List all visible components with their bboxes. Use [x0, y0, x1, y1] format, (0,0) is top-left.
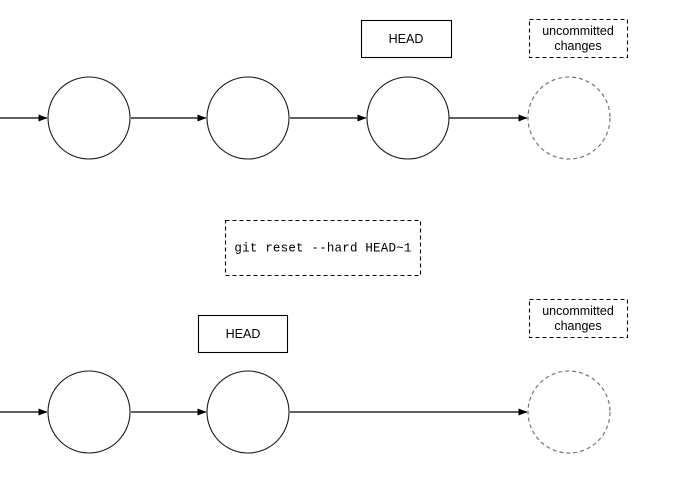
commit-node-uncommitted-after[interactable] — [527, 370, 611, 454]
commit-node-c2-before[interactable] — [206, 76, 290, 160]
head-box-after[interactable] — [197, 314, 289, 354]
uncommitted-label-line1-after: uncommitted — [542, 304, 614, 318]
uncommitted-label-line2-after: changes — [554, 319, 601, 333]
command-box[interactable] — [224, 219, 422, 277]
commit-node-c1-before[interactable] — [47, 76, 131, 160]
commit-node-c1-after[interactable] — [47, 370, 131, 454]
head-box-before[interactable] — [360, 19, 453, 59]
uncommitted-box-before[interactable] — [528, 18, 629, 59]
uncommitted-label-line1-before: uncommitted — [542, 24, 614, 38]
commit-node-uncommitted-before[interactable] — [527, 76, 611, 160]
uncommitted-label-line2-before: changes — [554, 39, 601, 53]
row-before: HEAD uncommitted changes — [0, 18, 629, 160]
commit-node-c2-after[interactable] — [206, 370, 290, 454]
head-label-before: HEAD — [389, 32, 424, 46]
command-text: git reset --hard HEAD~1 — [234, 241, 411, 255]
commit-node-c3-before[interactable] — [366, 76, 450, 160]
head-label-after: HEAD — [226, 327, 261, 341]
uncommitted-box-after[interactable] — [528, 298, 629, 339]
row-after: HEAD uncommitted changes — [0, 298, 629, 454]
command-group: git reset --hard HEAD~1 — [224, 219, 422, 277]
